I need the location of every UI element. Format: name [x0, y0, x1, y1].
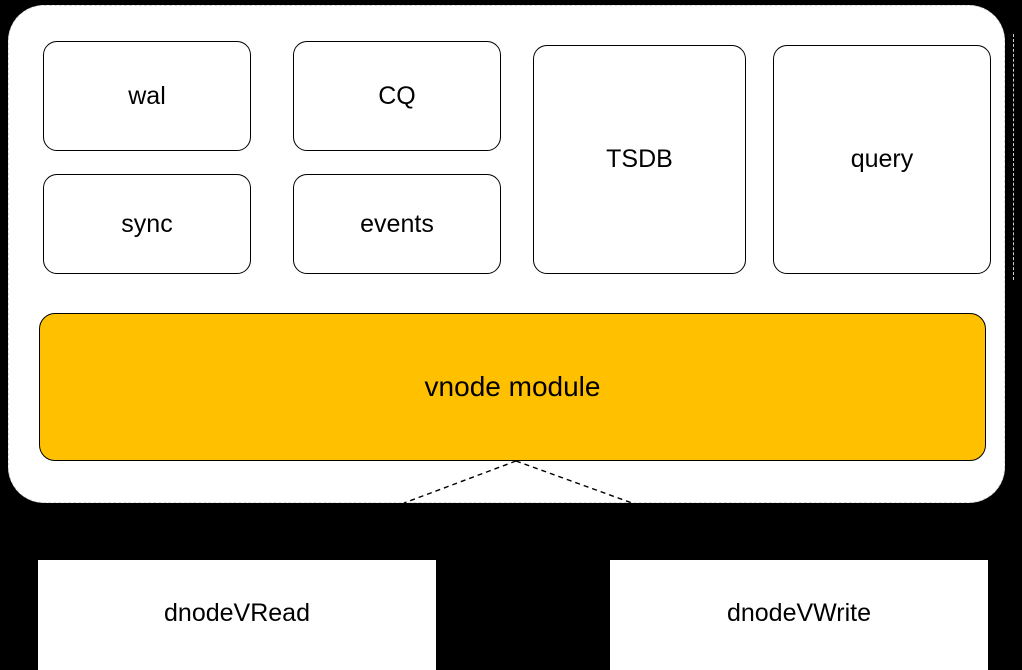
vnode-container: wal CQ sync events TSDB query vnode modu…	[8, 5, 1005, 503]
edge-guide-line	[1013, 34, 1014, 280]
vnode-module-label: vnode module	[424, 371, 601, 402]
module-label-wal: wal	[128, 81, 166, 110]
module-box-tsdb[interactable]: TSDB	[533, 45, 746, 274]
module-box-wal[interactable]: wal	[43, 41, 251, 151]
module-label-query: query	[850, 145, 914, 173]
dnode-vread-box[interactable]: dnodeVRead	[38, 560, 436, 670]
module-box-events[interactable]: events	[293, 174, 501, 274]
module-label-cq: CQ	[378, 81, 416, 110]
module-box-query[interactable]: query	[773, 45, 991, 274]
module-box-sync[interactable]: sync	[43, 174, 251, 274]
dnode-vread-label: dnodeVRead	[164, 598, 310, 627]
dnode-vwrite-label: dnodeVWrite	[726, 598, 872, 627]
module-label-tsdb: TSDB	[606, 145, 673, 173]
vnode-module-bar[interactable]: vnode module	[39, 313, 986, 461]
module-label-sync: sync	[121, 209, 173, 238]
module-label-events: events	[360, 209, 434, 238]
dnode-vwrite-box[interactable]: dnodeVWrite	[610, 560, 988, 670]
module-box-cq[interactable]: CQ	[293, 41, 501, 151]
